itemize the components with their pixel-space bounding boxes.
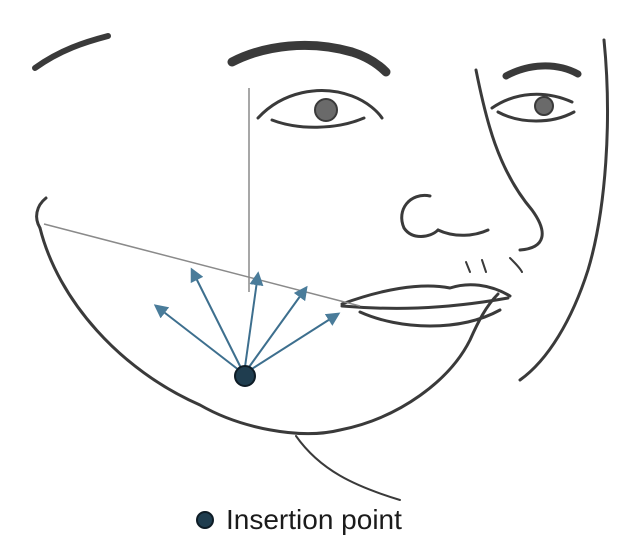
legend-label: Insertion point xyxy=(226,506,402,534)
neck-line xyxy=(296,436,400,500)
nasolabial-marks xyxy=(466,258,522,272)
near-eye-lower-lid xyxy=(272,118,364,127)
insertion-point-marker xyxy=(235,366,255,386)
arrow-1 xyxy=(156,306,244,374)
far-eye-upper-lid xyxy=(492,94,572,108)
nose-wing xyxy=(438,230,488,235)
left-brow-stroke xyxy=(35,36,108,68)
nose-bridge xyxy=(476,70,542,250)
legend: Insertion point xyxy=(196,506,402,534)
far-eye-lower-lid xyxy=(498,112,574,121)
far-eye-iris xyxy=(535,97,553,115)
reference-lines xyxy=(44,88,360,306)
injection-arrows xyxy=(156,270,338,374)
far-eyebrow xyxy=(506,66,578,76)
nostril xyxy=(402,195,438,236)
horizontal-reference-line xyxy=(44,224,360,306)
lip-line xyxy=(342,298,508,308)
right-eyebrow xyxy=(232,45,386,72)
arrow-5 xyxy=(244,314,338,374)
irises xyxy=(315,97,553,121)
insertion-point-dot-icon xyxy=(196,511,214,529)
jaw-contour xyxy=(40,228,498,434)
near-eye-iris xyxy=(315,99,337,121)
arrow-2 xyxy=(192,270,244,374)
